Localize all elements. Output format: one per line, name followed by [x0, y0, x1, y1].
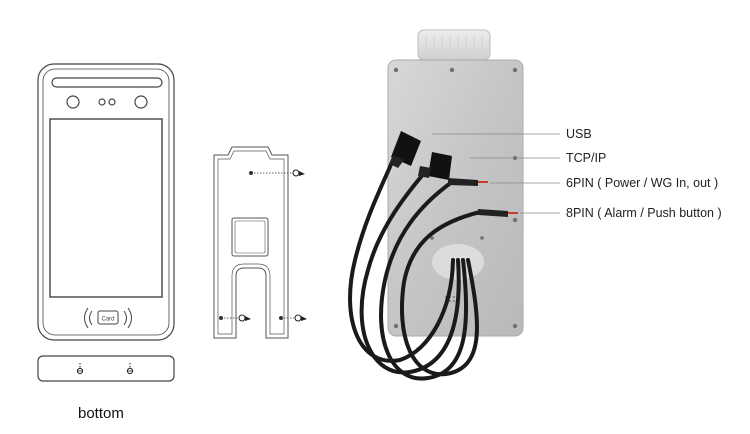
6pin-cable	[379, 180, 469, 381]
rear-plate	[387, 59, 524, 337]
screw-icon	[249, 169, 305, 177]
bracket-outline	[213, 146, 289, 339]
camera-left-icon	[66, 95, 80, 109]
6pin-label: 6PIN ( Power / WG In, out )	[566, 176, 719, 190]
bottom-caption: bottom	[78, 405, 124, 422]
device-front-view	[37, 63, 175, 341]
bracket-inner-outline	[217, 150, 285, 335]
8pin-wire-end	[478, 209, 518, 217]
callout-leaders	[432, 133, 560, 214]
mounting-bracket	[213, 146, 289, 339]
sensor-dot-right	[108, 98, 116, 106]
bracket-window	[231, 217, 269, 257]
bracket-window-inner	[234, 220, 266, 254]
tcpip-cable	[359, 170, 461, 375]
cable-bundle	[348, 153, 482, 381]
screw-icon	[279, 314, 307, 322]
8pin-cable	[399, 210, 482, 377]
rj45-connector-icon	[418, 152, 452, 180]
6pin-wire-end	[448, 178, 488, 186]
screw-icon	[76, 363, 84, 375]
top-cap	[417, 29, 491, 61]
screw-icon	[219, 314, 251, 322]
usb-cable	[348, 153, 455, 363]
light-bar	[51, 77, 163, 88]
8pin-label: 8PIN ( Alarm / Push button )	[566, 206, 722, 220]
sensor-dot-left	[98, 98, 106, 106]
card-label: Card	[101, 317, 114, 323]
device-inner-border	[42, 68, 170, 336]
camera-right-icon	[134, 95, 148, 109]
device-rear-view	[387, 29, 524, 337]
screw-icon	[126, 363, 134, 375]
rfid-card-icon	[84, 307, 132, 329]
device-bottom-view	[37, 355, 175, 382]
usb-connector-icon	[390, 131, 421, 168]
bottom-edge	[37, 355, 175, 382]
tcpip-label: TCP/IP	[566, 151, 607, 165]
screen	[49, 118, 163, 298]
usb-label: USB	[566, 127, 592, 141]
device-body	[37, 63, 175, 341]
